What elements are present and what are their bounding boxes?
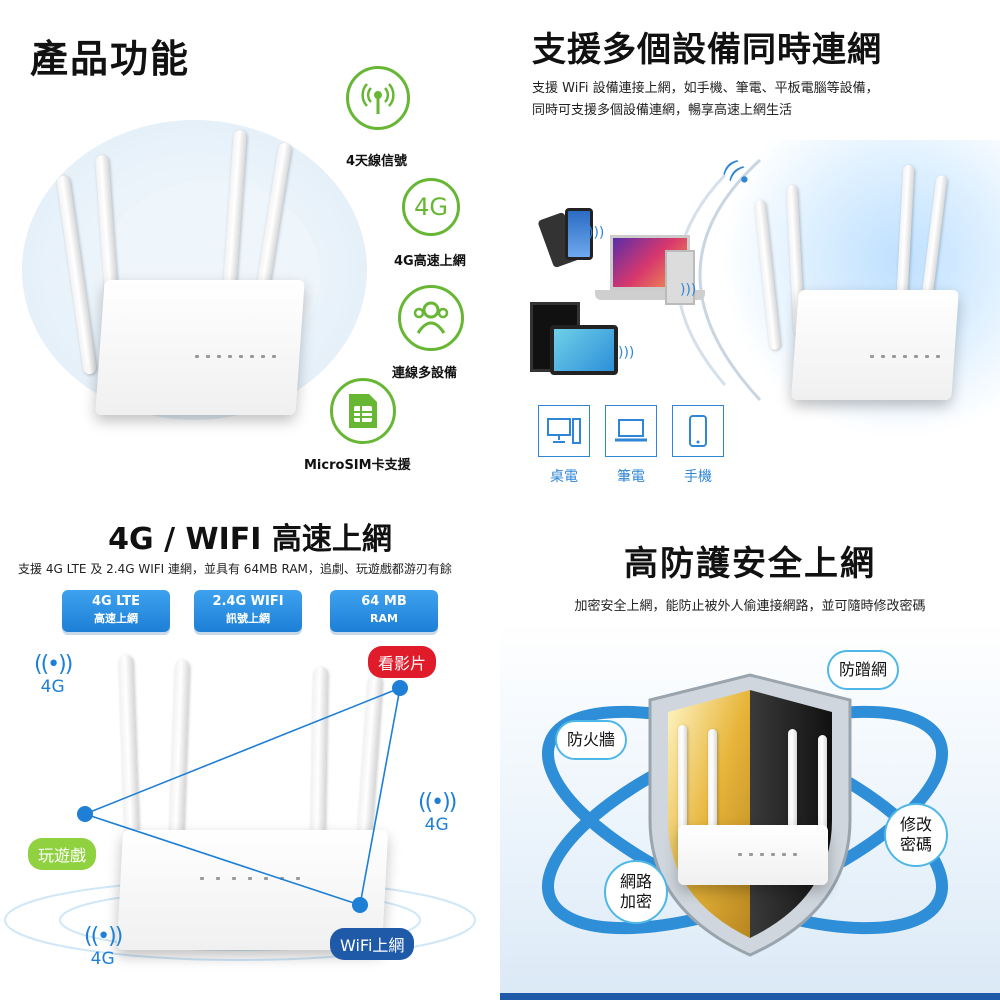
bubble-line: 網路 <box>619 872 652 891</box>
feature-label-4g: 4G高速上網 <box>394 254 466 269</box>
antenna <box>788 729 797 839</box>
security-panel: 高防護安全上網 加密安全上網，能防止被外人偷連接網路，並可隨時修改密碼 防蹭網 <box>500 500 1000 1000</box>
spec-badge-4g-lte: 4G LTE 高速上網 <box>62 590 170 632</box>
feature-label-sim: MicroSIM卡支援 <box>304 458 411 473</box>
device-label-phone: 手機 <box>684 469 712 485</box>
users-icon <box>398 285 464 351</box>
security-desc: 加密安全上網，能防止被外人偷連接網路，並可隨時修改密碼 <box>574 599 926 614</box>
spec-badge-line: 4G LTE <box>91 594 141 609</box>
4g-wifi-desc: 支援 4G LTE 及 2.4G WIFI 連網，並具有 64MB RAM，追劇… <box>18 562 452 576</box>
bubble-firewall: 防火牆 <box>555 720 627 760</box>
multi-device-desc: 支援 WiFi 設備連接上網，如手機、筆電、平板電腦等設備， 同時可支援多個設備… <box>532 78 982 122</box>
bottom-bar <box>500 993 1000 1000</box>
phone-icon <box>672 405 724 457</box>
connection-node <box>352 897 368 913</box>
bubble-line: 加密 <box>619 892 652 911</box>
wifi-signal-icon: ))) <box>588 225 605 241</box>
antenna <box>678 725 687 845</box>
phone-image <box>565 208 593 260</box>
tag-game: 玩遊戲 <box>28 838 97 870</box>
signal-4g: ((•)) 4G <box>418 790 457 835</box>
router-body <box>678 825 828 885</box>
laptop-icon <box>605 405 657 457</box>
antenna <box>896 164 915 296</box>
antenna <box>222 129 247 301</box>
connection-node <box>392 680 408 696</box>
broadcast-icon: ((•)) <box>418 790 457 815</box>
signal-4g: ((•)) 4G <box>34 652 73 697</box>
spec-badge-line: 2.4G WIFI <box>212 594 284 609</box>
antenna <box>754 199 781 351</box>
spec-badge-line: RAM <box>370 612 398 625</box>
router-leds <box>195 355 276 358</box>
signal-label: 4G <box>424 815 449 835</box>
spec-badge-line: 64 MB <box>361 594 407 609</box>
spec-badge-line: 訊號上網 <box>226 612 270 625</box>
desc-line: 支援 WiFi 設備連接上網，如手機、筆電、平板電腦等設備， <box>532 81 879 96</box>
4g-icon: 4G <box>402 178 460 236</box>
connection-lines <box>77 680 408 913</box>
router-image <box>750 160 980 410</box>
router-leds <box>738 853 797 856</box>
bubble-anti-leech: 防蹭網 <box>827 650 899 690</box>
router-image <box>56 120 320 430</box>
security-title: 高防護安全上網 <box>624 544 876 584</box>
bubble-line: 密碼 <box>899 835 932 854</box>
4g-wifi-title: 4G / WIFI 高速上網 <box>108 522 392 557</box>
bubble-encryption: 網路 加密 <box>604 860 668 924</box>
connection-node <box>77 806 93 822</box>
bubble-change-password: 修改 密碼 <box>884 803 948 867</box>
antenna <box>818 735 827 845</box>
antenna <box>708 729 717 844</box>
desktop-icon <box>538 405 590 457</box>
router-leds <box>870 355 940 358</box>
antenna <box>56 175 97 375</box>
antenna-icon <box>346 66 410 130</box>
router-image <box>668 715 838 905</box>
router-body <box>95 280 305 415</box>
multi-device-panel: 支援多個設備同時連網 支援 WiFi 設備連接上網，如手機、筆電、平板電腦等設備… <box>500 0 1000 500</box>
signal-4g: ((•)) 4G <box>84 924 123 969</box>
features-title: 產品功能 <box>30 37 191 81</box>
signal-label: 4G <box>90 949 115 969</box>
signal-label: 4G <box>40 677 65 697</box>
desc-line: 同時可支援多個設備連網，暢享高速上網生活 <box>532 103 793 118</box>
device-label-laptop: 筆電 <box>617 469 645 485</box>
tag-wifi: WiFi上網 <box>330 928 415 960</box>
product-features-panel: 產品功能 4天線信號 4G 4G高速上網 連線多設備 MicroSIM卡支援 <box>0 0 500 500</box>
tag-video: 看影片 <box>368 646 437 678</box>
bubble-line: 修改 <box>899 815 932 834</box>
broadcast-icon: ((•)) <box>34 652 73 677</box>
broadcast-icon: ((•)) <box>84 924 123 949</box>
tablet-image <box>550 325 618 375</box>
4g-icon-text: 4G <box>414 193 448 221</box>
device-label-desktop: 桌電 <box>550 469 578 485</box>
spec-badge-wifi: 2.4G WIFI 訊號上網 <box>194 590 302 632</box>
router-body <box>791 290 959 400</box>
laptop-base <box>595 290 705 300</box>
4g-wifi-panel: 4G / WIFI 高速上網 支援 4G LTE 及 2.4G WIFI 連網，… <box>0 500 500 1000</box>
wifi-signal-icon: ))) <box>680 282 697 298</box>
sim-card-icon <box>330 378 396 444</box>
spec-badge-line: 高速上網 <box>94 612 138 625</box>
spec-badge-ram: 64 MB RAM <box>330 590 438 632</box>
feature-label-devices: 連線多設備 <box>392 366 458 381</box>
multi-device-title: 支援多個設備同時連網 <box>532 30 882 70</box>
feature-label-antenna: 4天線信號 <box>346 154 408 169</box>
wifi-signal-icon: ))) <box>618 345 635 361</box>
tablet-image <box>665 250 695 305</box>
